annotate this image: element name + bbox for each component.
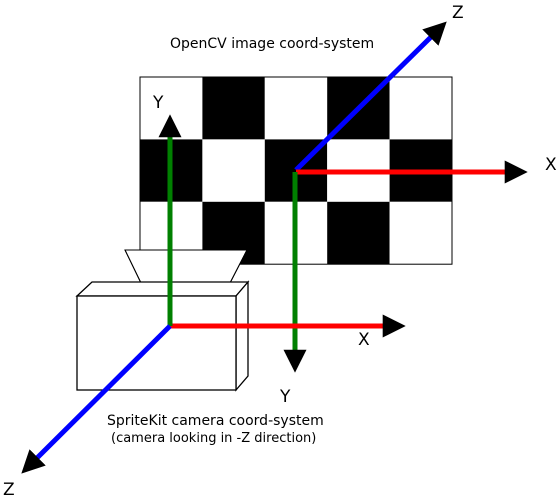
camera-lens-edge [229,249,248,284]
spritekit-x-label: X [358,330,370,350]
camera-box-icon [75,249,250,392]
spritekit-subtitle: (camera looking in -Z direction) [111,431,316,446]
opencv-z-axis [294,21,447,172]
checker-square-light [389,201,452,265]
camera-lens-edge [124,249,142,284]
spritekit-z-axis [21,324,172,474]
camera-lens [124,249,248,284]
checker-square-light [202,139,265,202]
checker-square-dark [327,201,390,265]
checker-square-light [264,77,328,140]
spritekit-axes [21,114,406,474]
opencv-z-label: Z [452,3,464,23]
checker-square-dark [202,77,265,140]
opencv-x-label: X [545,155,557,175]
spritekit-title: SpriteKit camera coord-system [107,413,324,429]
camera-side-face [235,280,249,392]
opencv-axes [283,21,528,373]
opencv-title: OpenCV image coord-system [170,36,374,52]
camera-top-face [75,281,250,297]
checker-square-light [389,77,452,140]
spritekit-z-label: Z [3,480,15,500]
camera-front-face [76,295,237,391]
checker-square-light [140,77,203,140]
spritekit-y-label: Y [152,93,164,113]
opencv-y-label: Y [279,387,291,407]
